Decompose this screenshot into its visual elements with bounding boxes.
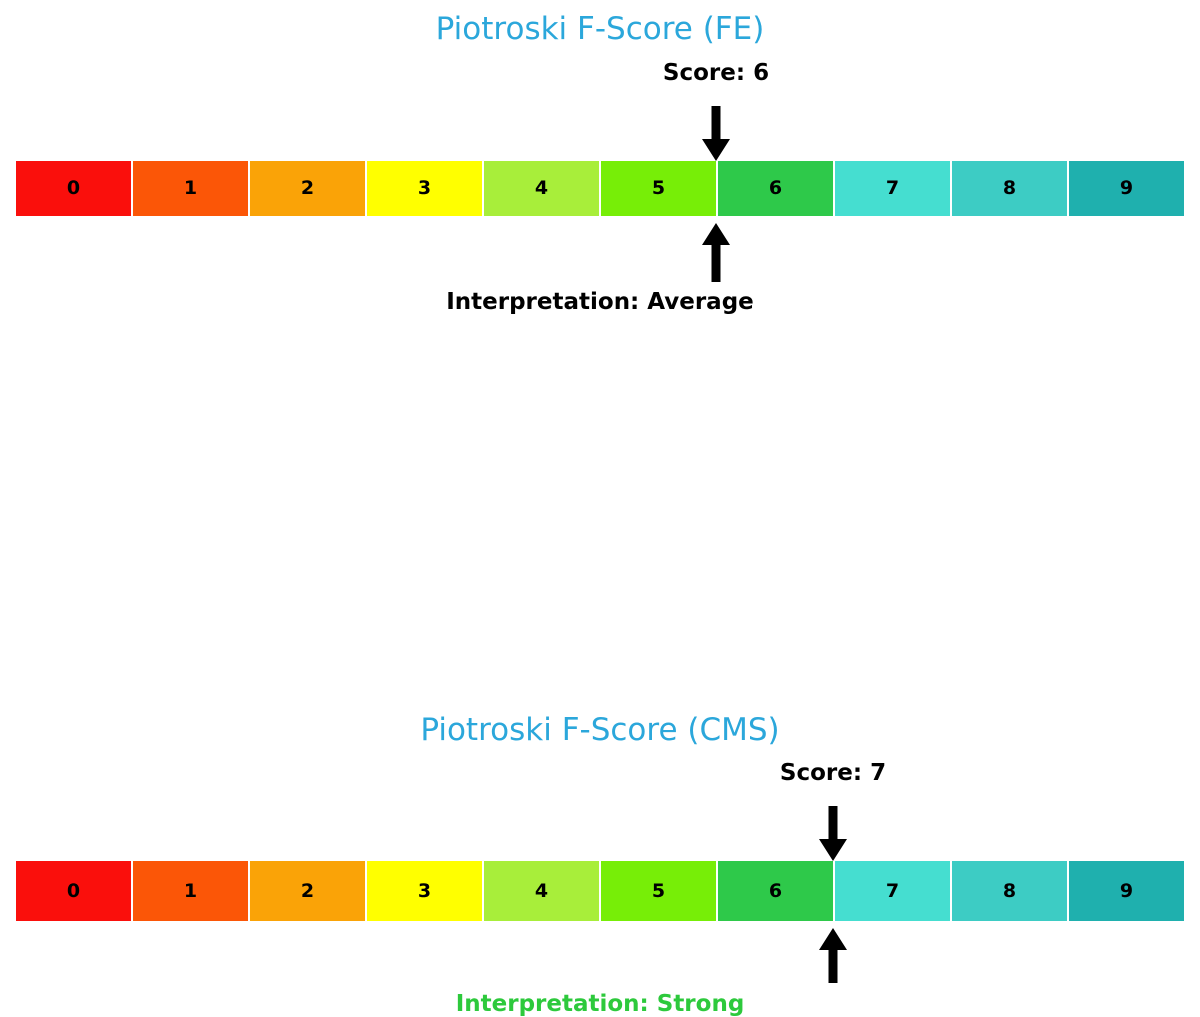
scale-cell-label: 2 <box>300 879 315 902</box>
scale-cell-label: 6 <box>768 177 783 199</box>
fscore-panel-fe: Piotroski F-Score (FE) Score: 6 0 1 2 3 … <box>0 0 1200 340</box>
scale-cell-label: 8 <box>1002 879 1017 902</box>
scale-cell-label: 0 <box>66 177 81 199</box>
scale-cell-label: 1 <box>183 879 198 902</box>
scale-cell-label: 4 <box>534 879 549 902</box>
score-label-fe: Score: 6 <box>662 60 770 86</box>
arrow-head <box>819 928 847 950</box>
score-label-cms: Score: 7 <box>779 760 887 786</box>
scale-cell-label: 8 <box>1002 177 1017 199</box>
arrow-stem <box>828 806 838 840</box>
arrow-stem <box>711 106 721 140</box>
interpretation-label-cms: Interpretation: Strong <box>455 991 745 1017</box>
scale-cell-5[interactable]: 5 <box>601 861 716 921</box>
arrow-stem <box>711 244 721 282</box>
arrow-head <box>702 223 730 245</box>
scale-cell-3[interactable]: 3 <box>367 161 482 216</box>
scale-cell-9[interactable]: 9 <box>1069 861 1184 921</box>
scale-cell-label: 2 <box>300 177 315 199</box>
scale-cell-0[interactable]: 0 <box>16 161 131 216</box>
scale-cell-6[interactable]: 6 <box>718 161 833 216</box>
arrow-head <box>819 839 847 861</box>
scale-cell-2[interactable]: 2 <box>250 861 365 921</box>
scale-cell-label: 7 <box>885 177 900 199</box>
scale-cell-9[interactable]: 9 <box>1069 161 1184 216</box>
scale-cell-0[interactable]: 0 <box>16 861 131 921</box>
scale-cell-4[interactable]: 4 <box>484 161 599 216</box>
scale-cell-2[interactable]: 2 <box>250 161 365 216</box>
scale-cell-7[interactable]: 7 <box>835 861 950 921</box>
scale-cell-label: 9 <box>1119 879 1134 902</box>
scale-cell-4[interactable]: 4 <box>484 861 599 921</box>
fscore-panel-cms: Piotroski F-Score (CMS) Score: 7 0 1 2 3… <box>0 350 1200 1017</box>
scale-cell-label: 5 <box>651 177 666 199</box>
scale-cell-label: 6 <box>768 879 783 902</box>
scale-cell-5[interactable]: 5 <box>601 161 716 216</box>
chart-title-cms: Piotroski F-Score (CMS) <box>420 712 780 748</box>
fscore-scale-fe: 0 1 2 3 4 5 6 7 8 9 <box>16 161 1184 216</box>
scale-cell-label: 7 <box>885 879 900 902</box>
arrow-head <box>702 139 730 161</box>
scale-cell-8[interactable]: 8 <box>952 161 1067 216</box>
scale-cell-label: 5 <box>651 879 666 902</box>
chart-title-fe: Piotroski F-Score (FE) <box>435 11 765 47</box>
scale-cell-label: 3 <box>417 879 432 902</box>
scale-cell-3[interactable]: 3 <box>367 861 482 921</box>
fscore-scale-cms: 0 1 2 3 4 5 6 7 8 9 <box>16 861 1184 921</box>
scale-cell-label: 4 <box>534 177 549 199</box>
scale-cell-label: 0 <box>66 879 81 902</box>
scale-cell-8[interactable]: 8 <box>952 861 1067 921</box>
scale-cell-1[interactable]: 1 <box>133 861 248 921</box>
scale-cell-1[interactable]: 1 <box>133 161 248 216</box>
interpretation-label-fe: Interpretation: Average <box>446 289 754 315</box>
scale-cell-6[interactable]: 6 <box>718 861 833 921</box>
scale-cell-label: 3 <box>417 177 432 199</box>
scale-cell-7[interactable]: 7 <box>835 161 950 216</box>
scale-cell-label: 9 <box>1119 177 1134 199</box>
arrow-stem <box>828 949 838 983</box>
scale-cell-label: 1 <box>183 177 198 199</box>
